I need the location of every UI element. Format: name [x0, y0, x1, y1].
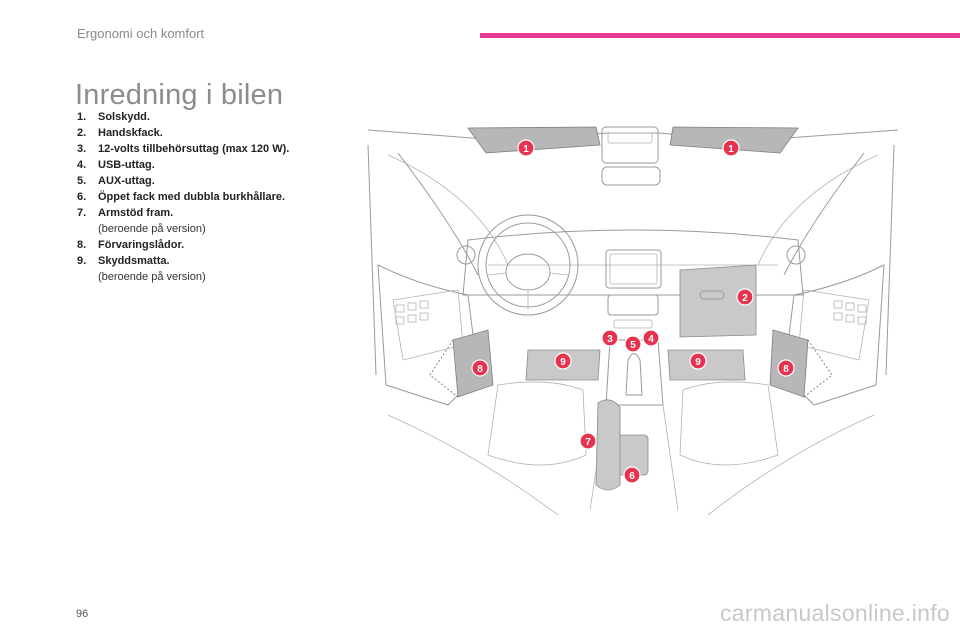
- legend-item: 1.Solskydd.: [77, 111, 150, 123]
- legend-item: 6.Öppet fack med dubbla burkhållare.: [77, 191, 286, 203]
- svg-text:2: 2: [742, 293, 748, 304]
- callout-6: 6: [623, 466, 641, 484]
- callout-8-left: 8: [471, 359, 489, 377]
- svg-text:1: 1: [523, 144, 529, 155]
- callout-7: 7: [579, 432, 597, 450]
- svg-text:1: 1: [728, 144, 734, 155]
- page-title: Inredning i bilen: [75, 79, 284, 112]
- svg-text:3: 3: [607, 334, 613, 345]
- legend-item: 7.Armstöd fram.(beroende på version): [77, 207, 206, 235]
- legend-note: (beroende på version): [98, 223, 206, 235]
- callout-4: 4: [642, 329, 660, 347]
- svg-text:8: 8: [477, 364, 483, 375]
- section-title: Ergonomi och komfort: [77, 26, 205, 41]
- svg-text:7: 7: [585, 437, 591, 448]
- svg-text:6: 6: [629, 471, 635, 482]
- legend-item: 2.Handskfack.: [77, 127, 163, 139]
- callout-9-right: 9: [689, 352, 707, 370]
- accent-bar: [480, 33, 960, 38]
- callout-3: 3: [601, 329, 619, 347]
- svg-text:4: 4: [648, 334, 654, 345]
- svg-text:9: 9: [560, 357, 566, 368]
- svg-text:8: 8: [783, 364, 789, 375]
- legend-item: 5.AUX-uttag.: [77, 175, 155, 187]
- legend-list: 1.Solskydd. 2.Handskfack. 3.12-volts til…: [77, 109, 347, 285]
- watermark: carmanualsonline.info: [719, 600, 950, 626]
- svg-text:9: 9: [695, 357, 701, 368]
- callout-9-left: 9: [554, 352, 572, 370]
- callout-5: 5: [624, 335, 642, 353]
- legend-item: 3.12-volts tillbehörsuttag (max 120 W).: [77, 143, 290, 155]
- page-number: 96: [76, 608, 89, 620]
- legend-item: 4.USB-uttag.: [77, 159, 155, 171]
- legend-item: 8.Förvaringslådor.: [77, 239, 185, 251]
- legend-item: 9.Skyddsmatta.(beroende på version): [77, 255, 206, 283]
- car-interior-illustration: 1 1 2 3 4 5 6 7 8 8 9 9: [367, 126, 899, 516]
- callout-1-right: 1: [722, 139, 740, 157]
- callout-8-right: 8: [777, 359, 795, 377]
- svg-text:5: 5: [630, 340, 636, 351]
- callout-2: 2: [736, 288, 754, 306]
- callout-1-left: 1: [517, 139, 535, 157]
- legend-note: (beroende på version): [98, 271, 206, 283]
